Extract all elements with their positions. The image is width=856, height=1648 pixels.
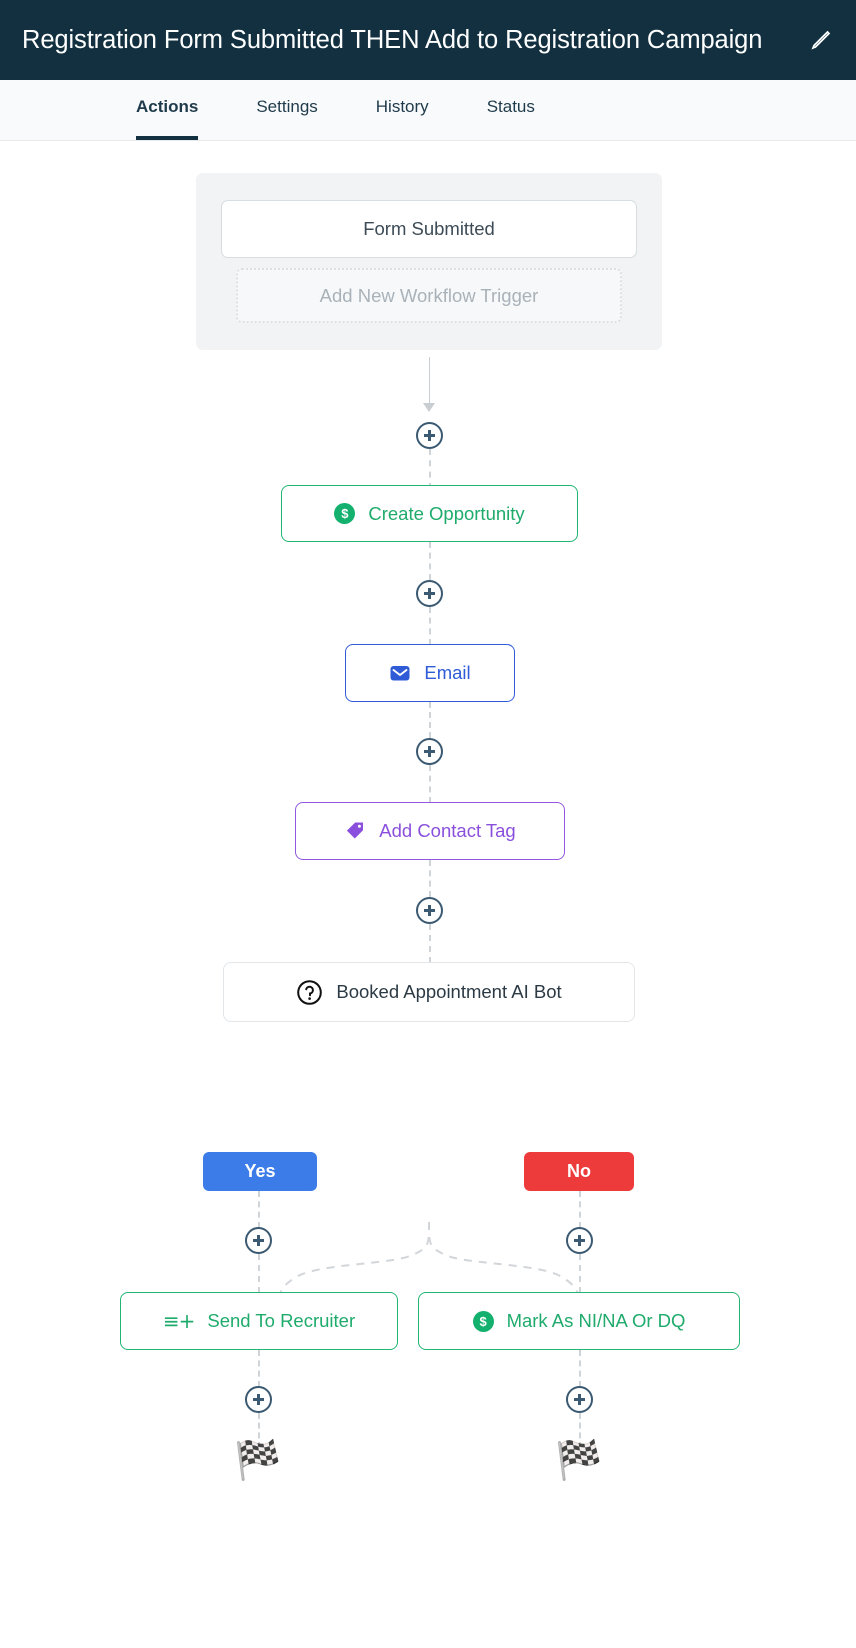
- question-circle-icon: [296, 979, 323, 1006]
- connector-arrowhead: [423, 403, 435, 412]
- add-step-button-no-2[interactable]: [566, 1386, 593, 1413]
- checkered-flag-icon-yes: 🏁: [234, 1438, 282, 1482]
- add-new-workflow-trigger-button[interactable]: Add New Workflow Trigger: [236, 268, 622, 323]
- connector-2: [429, 542, 431, 580]
- trigger-group: Form Submitted Add New Workflow Trigger: [196, 173, 662, 350]
- node-label: Booked Appointment AI Bot: [336, 981, 562, 1002]
- page-title: Registration Form Submitted THEN Add to …: [22, 25, 763, 54]
- connector-7: [429, 924, 431, 963]
- trigger-label: Form Submitted: [363, 218, 495, 239]
- envelope-icon: [389, 662, 411, 684]
- connector-no-3: [579, 1350, 581, 1387]
- add-trigger-label: Add New Workflow Trigger: [319, 284, 539, 306]
- connector-yes-4: [258, 1413, 260, 1448]
- tag-icon: [344, 820, 366, 842]
- dollar-circle-icon: $: [334, 503, 356, 524]
- tab-actions[interactable]: Actions: [136, 80, 199, 140]
- branch-no-label: No: [567, 1161, 591, 1181]
- node-label: Mark As NI/NA Or DQ: [506, 1310, 686, 1331]
- node-label: Email: [424, 662, 471, 683]
- tab-settings[interactable]: Settings: [256, 97, 318, 116]
- node-booked-appointment-ai-bot[interactable]: Booked Appointment AI Bot: [223, 962, 635, 1022]
- connector-5: [429, 765, 431, 803]
- branch-label-yes[interactable]: Yes: [203, 1152, 317, 1191]
- node-create-opportunity[interactable]: $ Create Opportunity: [281, 485, 578, 542]
- connector-yes-3: [258, 1350, 260, 1387]
- add-step-button-yes[interactable]: [245, 1227, 272, 1254]
- connector-yes-2: [258, 1254, 260, 1293]
- node-mark-as-ni-na-or-dq[interactable]: $ Mark As NI/NA Or DQ: [418, 1292, 740, 1350]
- add-step-button-4[interactable]: [416, 897, 443, 924]
- branch-connectors: [277, 1221, 581, 1311]
- add-step-button-2[interactable]: [416, 580, 443, 607]
- trigger-form-submitted[interactable]: Form Submitted: [221, 200, 637, 258]
- branch-label-no[interactable]: No: [524, 1152, 634, 1191]
- workflow-canvas: Form Submitted Add New Workflow Trigger …: [0, 141, 856, 1648]
- node-label: Create Opportunity: [368, 502, 525, 524]
- add-step-button-3[interactable]: [416, 738, 443, 765]
- connector-yes-1: [258, 1191, 260, 1228]
- branch-yes-label: Yes: [244, 1161, 276, 1181]
- connector-3: [429, 607, 431, 645]
- node-send-to-recruiter[interactable]: ≡+ Send To Recruiter: [120, 1292, 398, 1350]
- tab-bar: Actions Settings History Status: [0, 80, 856, 141]
- connector-no-4: [579, 1413, 581, 1448]
- tab-status[interactable]: Status: [486, 97, 535, 116]
- tab-history[interactable]: History: [375, 97, 429, 116]
- add-step-button-no[interactable]: [566, 1227, 593, 1254]
- pencil-icon[interactable]: [808, 27, 834, 53]
- checkered-flag-icon-no: 🏁: [555, 1438, 603, 1482]
- node-email[interactable]: Email: [345, 644, 515, 702]
- connector-1: [429, 449, 431, 489]
- connector-4: [429, 702, 431, 738]
- app-header: Registration Form Submitted THEN Add to …: [0, 0, 856, 80]
- list-plus-icon: ≡+: [162, 1309, 196, 1333]
- node-label: Add Contact Tag: [379, 820, 516, 841]
- node-add-contact-tag[interactable]: Add Contact Tag: [295, 802, 565, 860]
- connector-trigger: [429, 357, 430, 405]
- connector-no-2: [579, 1254, 581, 1293]
- add-step-button-1[interactable]: [416, 422, 443, 449]
- connector-no-1: [579, 1191, 581, 1228]
- node-label: Send To Recruiter: [207, 1310, 356, 1331]
- dollar-circle-icon: $: [472, 1310, 494, 1332]
- connector-6: [429, 860, 431, 897]
- add-step-button-yes-2[interactable]: [245, 1386, 272, 1413]
